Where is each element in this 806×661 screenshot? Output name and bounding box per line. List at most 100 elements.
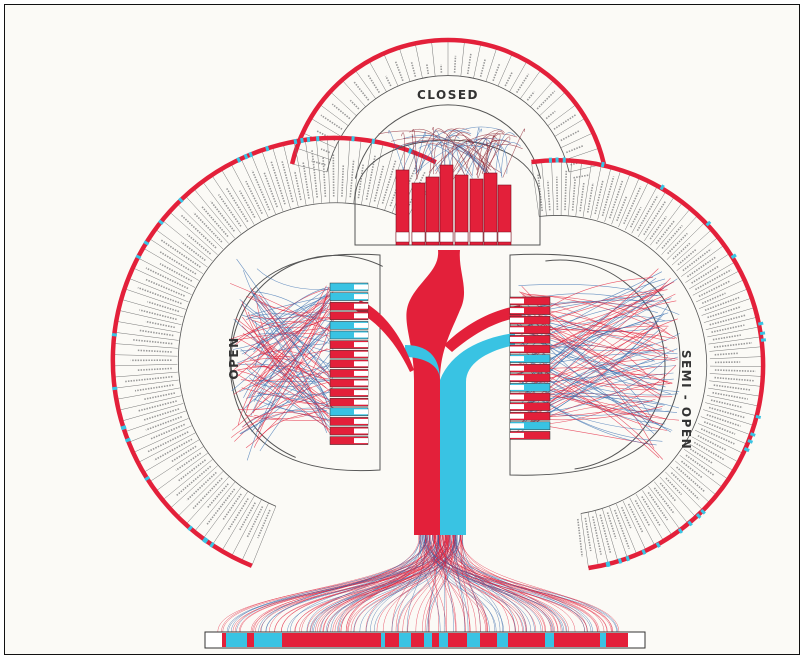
- closed-spoke: [297, 148, 331, 160]
- open-label-mark: [207, 489, 235, 525]
- base-bar-segment: [486, 633, 497, 647]
- base-bar-segment: [265, 633, 272, 647]
- closed-label-mark: [527, 92, 534, 101]
- open-label-mark: [208, 484, 228, 508]
- base-bar-segment: [405, 633, 411, 647]
- semi-open-block-tag: [510, 299, 524, 304]
- base-bar-segment: [399, 633, 405, 647]
- base-bar-segment: [326, 633, 335, 647]
- open-spoke: [194, 189, 235, 239]
- open-label-mark: [187, 234, 210, 254]
- open-spoke: [203, 182, 241, 234]
- semi-open-block-tag: [510, 375, 524, 380]
- semi-open-spoke: [598, 167, 612, 220]
- open-spoke: [163, 459, 213, 500]
- closed-spoke: [320, 104, 349, 125]
- closed-spoke: [342, 80, 366, 107]
- open-spoke: [170, 212, 218, 255]
- closed-label-mark: [455, 56, 456, 73]
- root-link: [448, 535, 593, 632]
- semi-open-outer-tick: [745, 448, 750, 450]
- closed-spoke: [561, 133, 594, 148]
- open-block-tag: [354, 285, 368, 290]
- base-bar-segment: [525, 633, 528, 647]
- open-label-mark: [211, 201, 235, 231]
- semi-open-label-mark: [644, 201, 666, 235]
- semi-open-label-mark: [687, 257, 715, 277]
- closed-label-mark: [321, 115, 342, 129]
- open-spoke: [251, 154, 275, 214]
- semi-open-outer-tick: [748, 441, 753, 443]
- semi-open-spoke: [625, 180, 649, 230]
- closed-spoke: [330, 92, 356, 116]
- semi-open-fan: [532, 158, 766, 569]
- semi-open-label-mark: [600, 515, 610, 554]
- semi-open-block-tag: [510, 414, 524, 419]
- closed-block-label: [484, 232, 497, 242]
- open-spoke: [262, 150, 283, 211]
- closed-label: CLOSED: [417, 88, 479, 102]
- base-bar-segment: [497, 633, 508, 647]
- base-bar-segment: [306, 633, 311, 647]
- base-bar-segment: [432, 633, 439, 647]
- semi-open-label-mark: [631, 207, 641, 227]
- base-bar-segment: [318, 633, 326, 647]
- semi-open-label-mark: [565, 170, 566, 210]
- base-bar-segment: [520, 633, 525, 647]
- closed-label-mark: [493, 64, 500, 81]
- base-bar-segment: [381, 633, 385, 647]
- open-spoke: [122, 403, 184, 421]
- semi-open-label-mark: [714, 385, 752, 390]
- closed-block-label: [498, 232, 511, 242]
- semi-open-spoke: [706, 317, 759, 330]
- base-bar-segment: [594, 633, 597, 647]
- open-block-tag: [354, 381, 368, 386]
- open-outer-tick: [136, 256, 140, 258]
- semi-open-outer-tick: [760, 333, 765, 334]
- semi-open-outer-tick: [751, 434, 756, 436]
- semi-open-spoke: [602, 509, 618, 562]
- open-label-mark: [181, 215, 216, 248]
- semi-open-block-tag: [510, 385, 524, 390]
- base-bar-segment: [254, 633, 265, 647]
- semi-open-spoke: [703, 410, 756, 426]
- closed-label-mark: [566, 146, 583, 153]
- closed-label-mark: [396, 62, 403, 81]
- open-outer-tick: [238, 158, 240, 163]
- open-label-mark: [139, 330, 174, 335]
- semi-open-label-mark: [588, 183, 593, 213]
- base-bar-segment: [439, 633, 448, 647]
- open-outer-tick: [112, 388, 117, 389]
- open-outer-tick: [295, 139, 296, 144]
- semi-open-label-mark: [682, 461, 703, 478]
- semi-open-label-mark: [624, 187, 641, 224]
- open-spoke: [129, 418, 189, 442]
- semi-open-spoke: [699, 288, 750, 309]
- closed-spoke: [474, 43, 481, 78]
- base-bar-segment: [568, 633, 575, 647]
- semi-open-label-mark: [702, 293, 725, 303]
- closed-spoke: [311, 118, 342, 136]
- base-bar-segment: [288, 633, 296, 647]
- open-outer-tick: [308, 137, 309, 142]
- semi-open-label-mark: [573, 178, 576, 210]
- base-bar-segment: [619, 633, 628, 647]
- base-bar-segment: [480, 633, 486, 647]
- base-bar-segment: [584, 633, 594, 647]
- open-block-tag: [354, 390, 368, 395]
- closed-label-mark: [468, 53, 471, 74]
- closed-label-mark: [481, 59, 486, 77]
- open-outer-tick: [126, 439, 131, 441]
- semi-open-label-mark: [617, 196, 627, 220]
- closed-spoke: [415, 43, 422, 78]
- open-label-mark: [138, 401, 176, 411]
- base-bar-segment: [536, 633, 545, 647]
- base-bar-segment: [335, 633, 342, 647]
- semi-open-outer-tick: [602, 162, 603, 167]
- open-label-mark: [227, 188, 248, 222]
- open-label-mark: [312, 150, 317, 197]
- open-spoke: [113, 355, 177, 357]
- open-outer-tick: [250, 152, 252, 157]
- root-link: [235, 535, 436, 632]
- open-label-mark: [154, 439, 192, 460]
